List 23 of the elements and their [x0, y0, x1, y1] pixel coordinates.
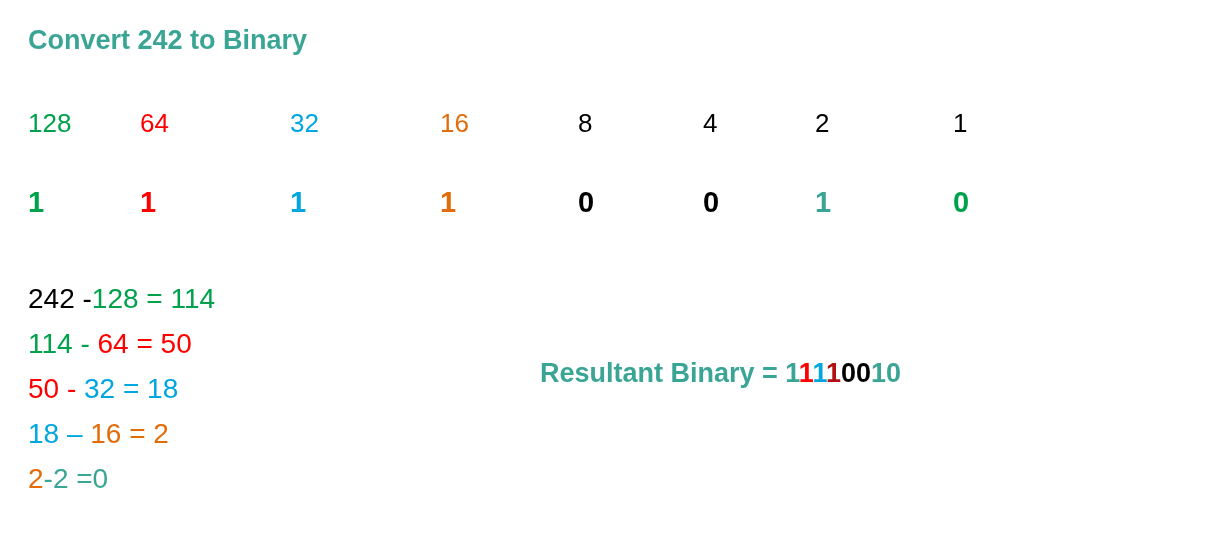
binary-digit: 1: [290, 188, 307, 217]
place-value: 128: [28, 110, 72, 136]
subtraction-step: 2-2 =0: [28, 465, 109, 493]
place-value: 8: [578, 110, 593, 136]
result-text: Resultant Binary = 11110010: [540, 360, 902, 387]
title: Convert 242 to Binary: [28, 24, 308, 57]
binary-digit: 1: [440, 188, 457, 217]
place-value: 1: [953, 110, 968, 136]
subtraction-step: 18 – 16 = 2: [28, 420, 169, 448]
binary-digit: 1: [815, 188, 832, 217]
place-value: 4: [703, 110, 718, 136]
place-value: 16: [440, 110, 469, 136]
place-value: 2: [815, 110, 830, 136]
binary-digit: 0: [953, 188, 970, 217]
binary-digit: 0: [703, 188, 720, 217]
binary-digit: 1: [140, 188, 157, 217]
binary-digit: 0: [578, 188, 595, 217]
subtraction-step: 114 - 64 = 50: [28, 330, 192, 358]
subtraction-step: 242 -128 = 114: [28, 285, 216, 313]
place-value: 32: [290, 110, 319, 136]
subtraction-step: 50 - 32 = 18: [28, 375, 179, 403]
binary-digit: 1: [28, 188, 45, 217]
place-value: 64: [140, 110, 169, 136]
